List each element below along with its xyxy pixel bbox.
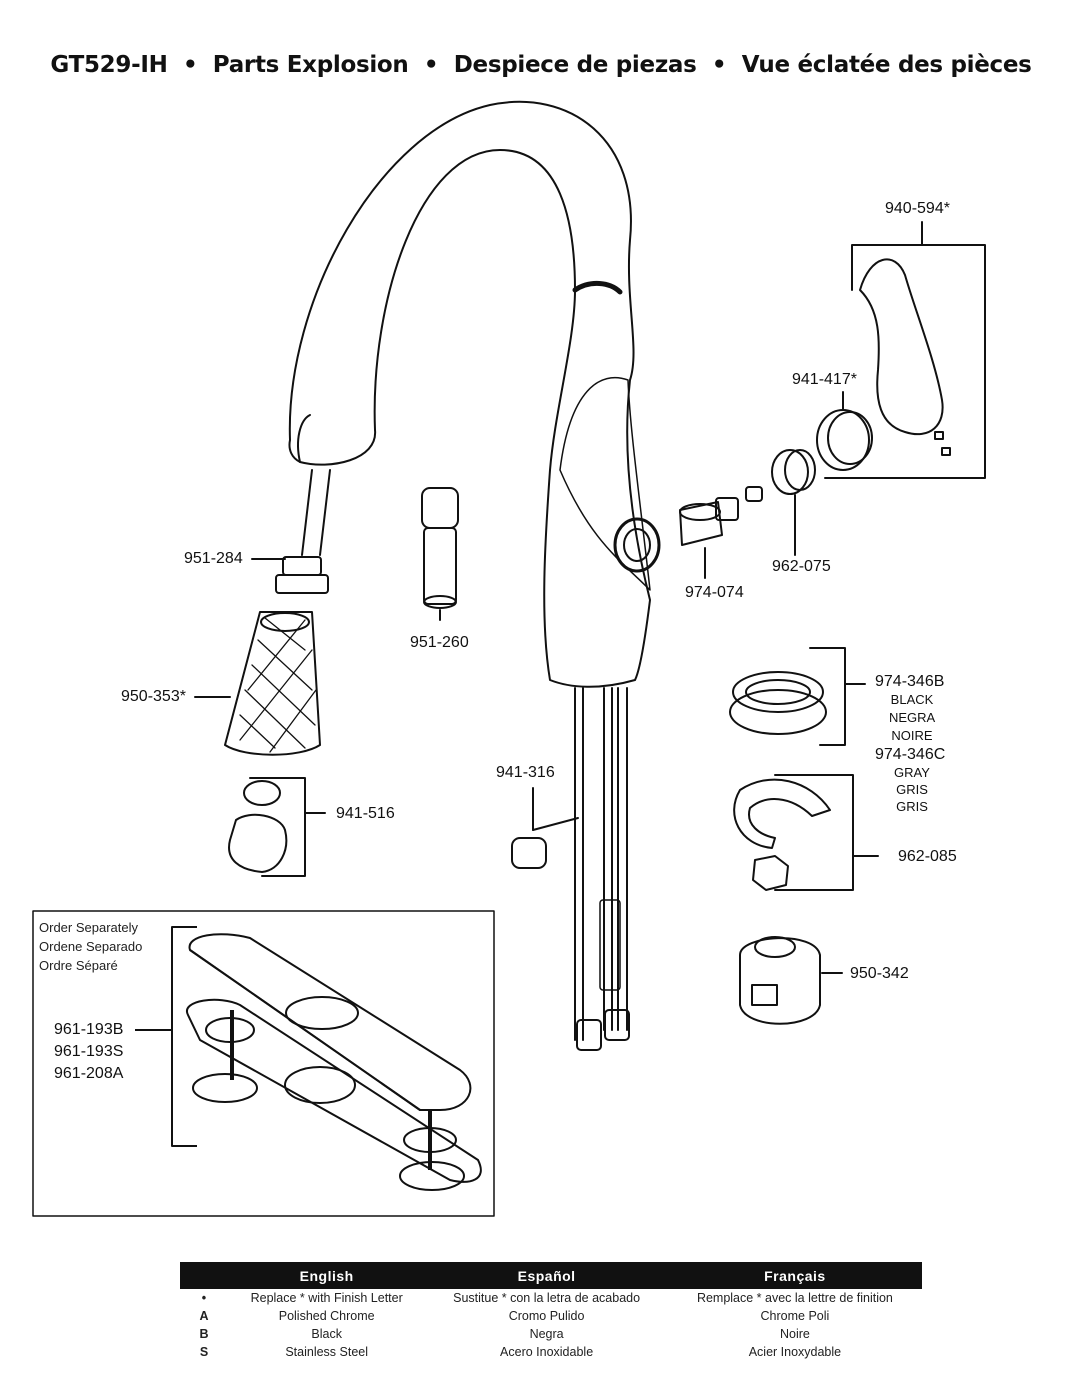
legend-code: • — [201, 1291, 207, 1305]
part-951-284-label: 951-284 — [184, 550, 243, 567]
inset-box — [32, 910, 495, 1217]
legend-en: Black — [311, 1327, 342, 1341]
legend-header-row: English Español Français — [180, 1262, 922, 1289]
legend-header-francais: Français — [667, 1262, 922, 1289]
part-950-342-label: 950-342 — [850, 965, 909, 982]
part-974-346C-label: 974-346C — [875, 746, 946, 763]
spray-head — [224, 469, 331, 873]
color-noire: NOIRE — [891, 728, 933, 743]
part-974-074-label: 974-074 — [685, 584, 744, 601]
inset-part-1: 961-193B — [54, 1021, 124, 1038]
inset-part-2: 961-193S — [54, 1043, 124, 1060]
cap — [816, 391, 873, 471]
part-940-594-label: 940-594* — [885, 200, 950, 217]
part-941-417-label: 941-417* — [792, 371, 857, 388]
legend-fr: Remplace * avec la lettre de finition — [696, 1291, 893, 1305]
legend-row: A Polished Chrome Cromo Pulido Chrome Po… — [180, 1307, 922, 1325]
page-title: GT529-IH • Parts Explosion • Despiece de… — [50, 52, 1032, 78]
finish-legend-table: English Español Français • Replace * wit… — [180, 1262, 922, 1361]
diverter — [421, 487, 459, 621]
color-gray: GRAY — [894, 765, 930, 780]
legend-en: Stainless Steel — [285, 1345, 369, 1359]
inset-part-3: 961-208A — [54, 1065, 124, 1082]
retaining-nut — [771, 449, 816, 556]
faucet-body — [288, 100, 661, 1051]
cartridge — [679, 486, 763, 579]
adapter — [729, 647, 866, 746]
order-note-es: Ordene Separado — [39, 939, 143, 954]
legend-es: Sustitue * con la letra de acabado — [453, 1291, 641, 1305]
legend-code: S — [199, 1345, 209, 1359]
clip-and-nut — [733, 774, 879, 891]
part-974-346B-label: 974-346B — [875, 673, 945, 690]
legend-row: B Black Negra Noire — [180, 1325, 922, 1343]
part-962-075-label: 962-075 — [772, 558, 831, 575]
order-separately-note: Order Separately Ordene Separado Ordre S… — [39, 918, 142, 975]
legend-en: Replace * with Finish Letter — [250, 1291, 403, 1305]
part-951-260-label: 951-260 — [410, 634, 469, 651]
legend-row: • Replace * with Finish Letter Sustitue … — [180, 1289, 922, 1307]
legend-fr: Noire — [779, 1327, 810, 1341]
legend-fr: Chrome Poli — [760, 1309, 830, 1323]
part-962-085-label: 962-085 — [898, 848, 957, 865]
order-note-fr: Ordre Séparé — [39, 958, 118, 973]
order-note-en: Order Separately — [39, 920, 138, 935]
spring — [511, 787, 579, 869]
part-941-516-label: 941-516 — [336, 805, 395, 822]
color-black: BLACK — [890, 692, 934, 707]
legend-es: Negra — [529, 1327, 564, 1341]
mounting-nut — [739, 936, 843, 1025]
legend-code: B — [199, 1327, 209, 1341]
handle — [824, 221, 986, 479]
part-950-353-label: 950-353* — [121, 688, 186, 705]
color-negra: NEGRA — [889, 710, 936, 725]
legend-header-code — [180, 1262, 228, 1289]
legend-es: Acero Inoxidable — [500, 1345, 594, 1359]
legend-header-espanol: Español — [425, 1262, 668, 1289]
color-gris-es: GRIS — [896, 782, 928, 797]
part-941-316-label: 941-316 — [496, 764, 555, 781]
legend-es: Cromo Pulido — [508, 1309, 585, 1323]
legend-en: Polished Chrome — [278, 1309, 375, 1323]
color-gris-fr: GRIS — [896, 799, 928, 814]
legend-fr: Acier Inoxydable — [748, 1345, 842, 1359]
legend-code: A — [199, 1309, 209, 1323]
inset-part-numbers: 961-193B 961-193S 961-208A — [54, 1019, 123, 1085]
legend-header-english: English — [228, 1262, 426, 1289]
legend-row: S Stainless Steel Acero Inoxidable Acier… — [180, 1343, 922, 1361]
